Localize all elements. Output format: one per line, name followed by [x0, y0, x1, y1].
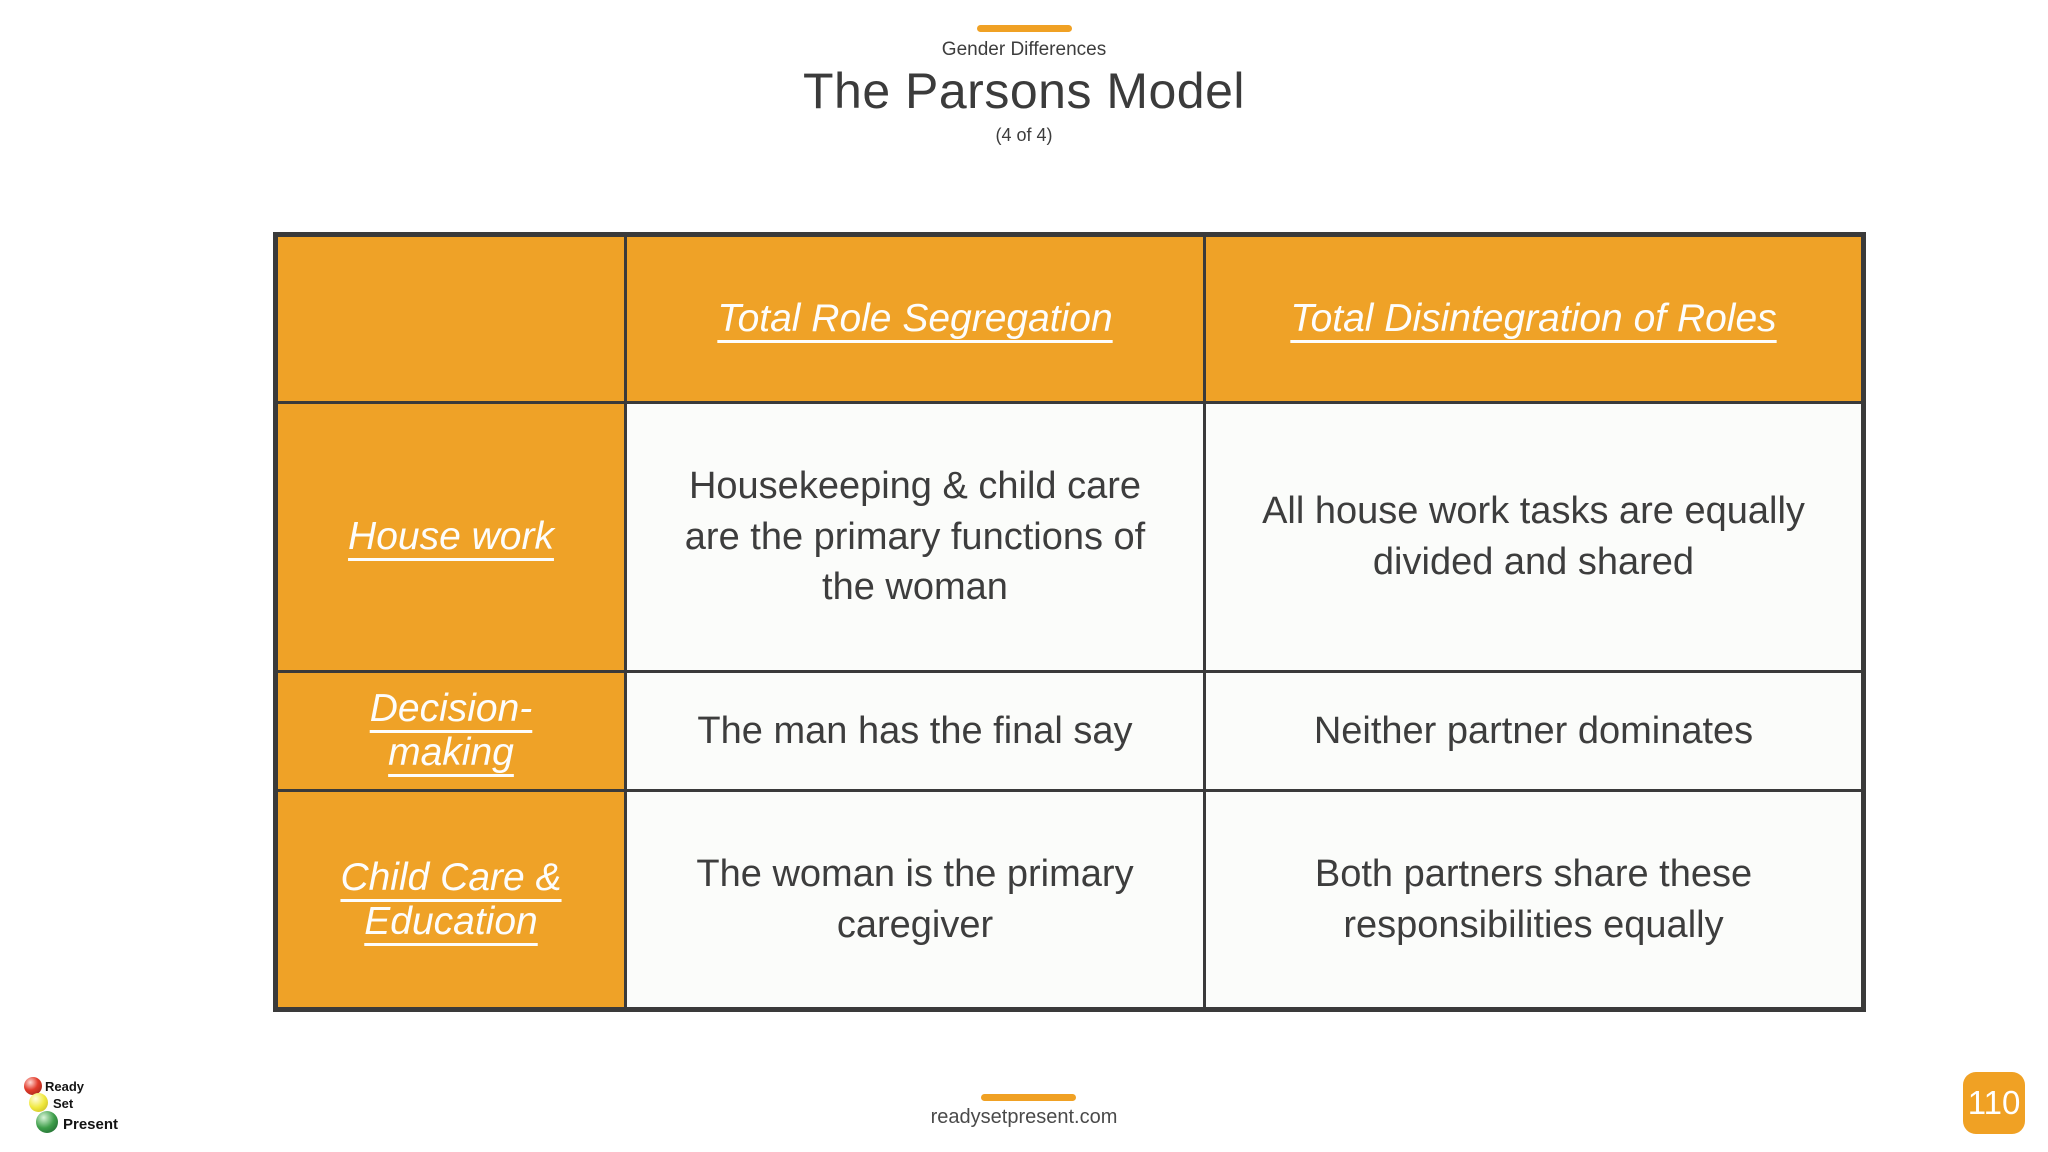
- page-number-badge: 110: [1963, 1072, 2025, 1134]
- page-title: The Parsons Model: [802, 62, 1246, 119]
- slide-subtitle: (4 of 4): [995, 125, 1053, 146]
- cell-childcare-disintegration: Both partners share these responsibiliti…: [1206, 792, 1861, 1007]
- row-label-decision-making: Decision- making: [278, 673, 624, 789]
- accent-line-bottom: [980, 1094, 1076, 1101]
- row-label-text: Decision- making: [369, 687, 533, 774]
- cell-text: All house work tasks are equally divided…: [1262, 490, 1805, 583]
- table-corner-cell: [278, 237, 624, 401]
- title-block: Gender Differences The Parsons Model (4 …: [0, 25, 2048, 146]
- cell-text: The woman is the primary caregiver: [696, 852, 1134, 946]
- row-label-text: Child Care & Education: [340, 855, 562, 943]
- column-header-role-segregation: Total Role Segregation: [627, 237, 1203, 401]
- cell-text: Housekeeping & child care are the primar…: [684, 464, 1146, 609]
- cell-housework-disintegration: All house work tasks are equally divided…: [1206, 404, 1861, 670]
- row-label-house-work: House work: [278, 404, 624, 670]
- red-traffic-light-icon: [24, 1077, 42, 1095]
- logo-word-set: Set: [53, 1096, 74, 1111]
- cell-text: The man has the final say: [697, 709, 1133, 752]
- row-label-child-care: Child Care & Education: [278, 792, 624, 1007]
- column-header-label: Total Disintegration of Roles: [1290, 297, 1777, 340]
- parsons-model-table: Total Role Segregation Total Disintegrat…: [273, 232, 1866, 1012]
- website-text: readysetpresent.com: [930, 1106, 1118, 1128]
- cell-text: Both partners share these responsibiliti…: [1314, 852, 1753, 946]
- accent-line-top: [976, 25, 1072, 32]
- cell-text: Neither partner dominates: [1313, 709, 1754, 752]
- column-header-label: Total Role Segregation: [717, 297, 1113, 340]
- column-header-disintegration: Total Disintegration of Roles: [1206, 237, 1861, 401]
- cell-decision-disintegration: Neither partner dominates: [1206, 673, 1861, 789]
- cell-childcare-segregation: The woman is the primary caregiver: [627, 792, 1203, 1007]
- green-traffic-light-icon: [36, 1111, 58, 1133]
- row-label-text: House work: [348, 515, 554, 558]
- ready-set-present-logo: Ready Set Present: [22, 1072, 192, 1148]
- cell-decision-segregation: The man has the final say: [627, 673, 1203, 789]
- yellow-traffic-light-icon: [29, 1093, 48, 1112]
- logo-word-ready: Ready: [45, 1079, 85, 1094]
- footer: readysetpresent.com: [0, 1094, 2048, 1129]
- slide-eyebrow: Gender Differences: [941, 39, 1107, 60]
- cell-housework-segregation: Housekeeping & child care are the primar…: [627, 404, 1203, 670]
- logo-word-present: Present: [63, 1116, 119, 1133]
